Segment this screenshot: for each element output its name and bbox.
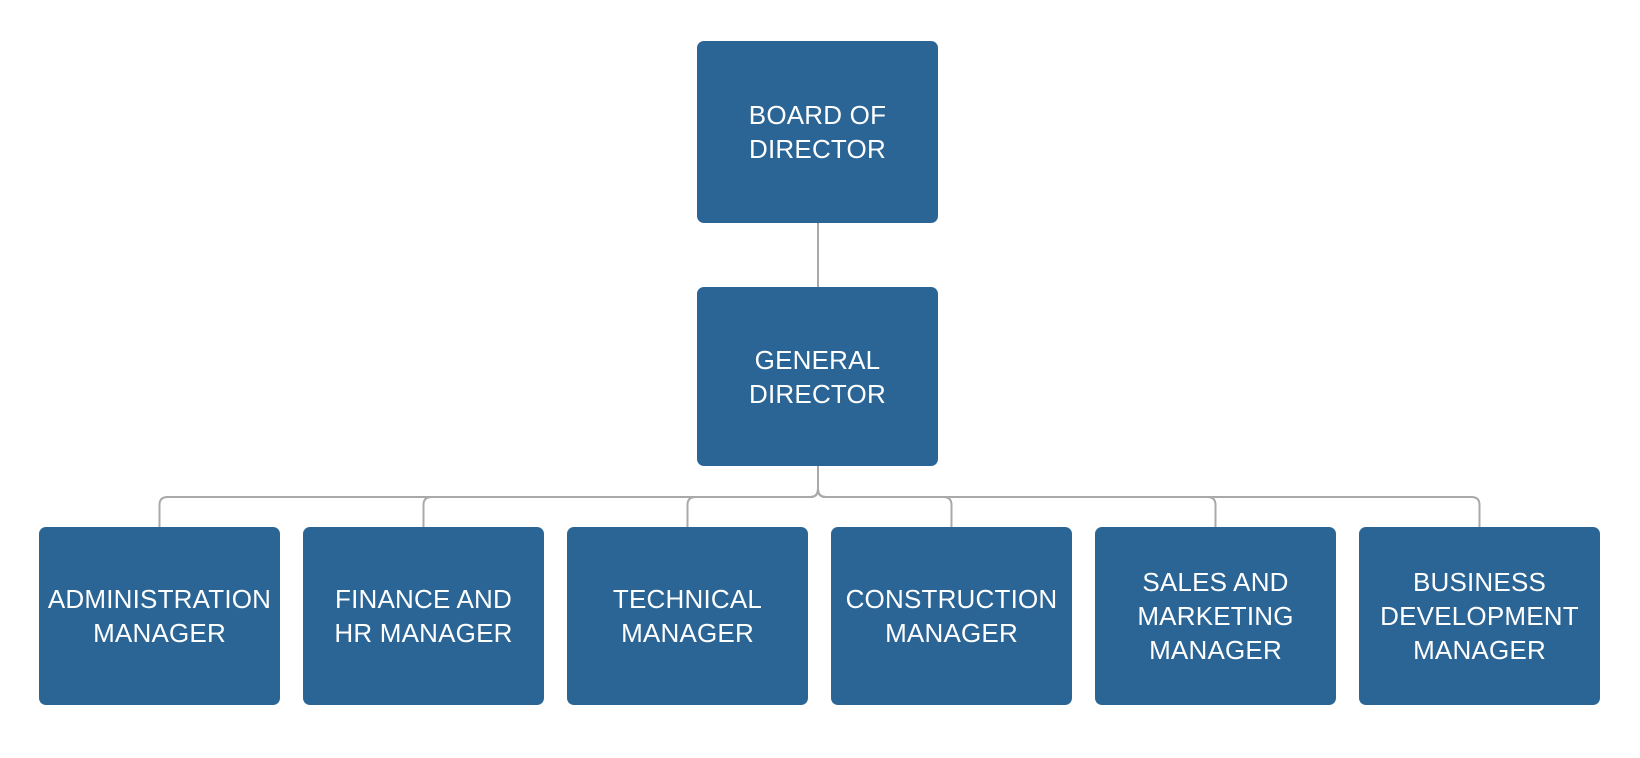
org-node-general-director[interactable]: GENERAL DIRECTOR xyxy=(697,287,938,466)
org-node-label-construction-manager: CONSTRUCTION MANAGER xyxy=(845,584,1058,648)
org-node-label-administration-manager: ADMINISTRATION MANAGER xyxy=(47,584,272,648)
org-node-sales-and-marketing-manager[interactable]: SALES AND MARKETING MANAGER xyxy=(1095,527,1336,705)
connector-general-to-business-development xyxy=(817,466,1481,527)
org-node-label-business-development-manager: BUSINESS DEVELOPMENT MANAGER xyxy=(1380,567,1579,665)
connector-general-to-technical xyxy=(686,466,819,527)
org-node-administration-manager[interactable]: ADMINISTRATION MANAGER xyxy=(39,527,280,705)
org-node-finance-and-hr-manager[interactable]: FINANCE AND HR MANAGER xyxy=(303,527,544,705)
org-node-business-development-manager[interactable]: BUSINESS DEVELOPMENT MANAGER xyxy=(1359,527,1600,705)
org-node-construction-manager[interactable]: CONSTRUCTION MANAGER xyxy=(831,527,1072,705)
org-node-label-board-of-director: BOARD OF DIRECTOR xyxy=(748,100,887,164)
org-node-board-of-director[interactable]: BOARD OF DIRECTOR xyxy=(697,41,938,223)
connector-general-to-sales-marketing xyxy=(817,466,1217,527)
connector-general-to-administration xyxy=(158,466,819,527)
org-node-technical-manager[interactable]: TECHNICAL MANAGER xyxy=(567,527,808,705)
org-node-label-sales-and-marketing-manager: SALES AND MARKETING MANAGER xyxy=(1137,567,1294,665)
connector-general-to-finance-hr xyxy=(422,466,819,527)
connector-general-to-construction xyxy=(817,466,953,527)
org-node-label-finance-and-hr-manager: FINANCE AND HR MANAGER xyxy=(334,584,513,648)
org-node-label-technical-manager: TECHNICAL MANAGER xyxy=(612,584,763,648)
org-node-label-general-director: GENERAL DIRECTOR xyxy=(749,344,886,409)
